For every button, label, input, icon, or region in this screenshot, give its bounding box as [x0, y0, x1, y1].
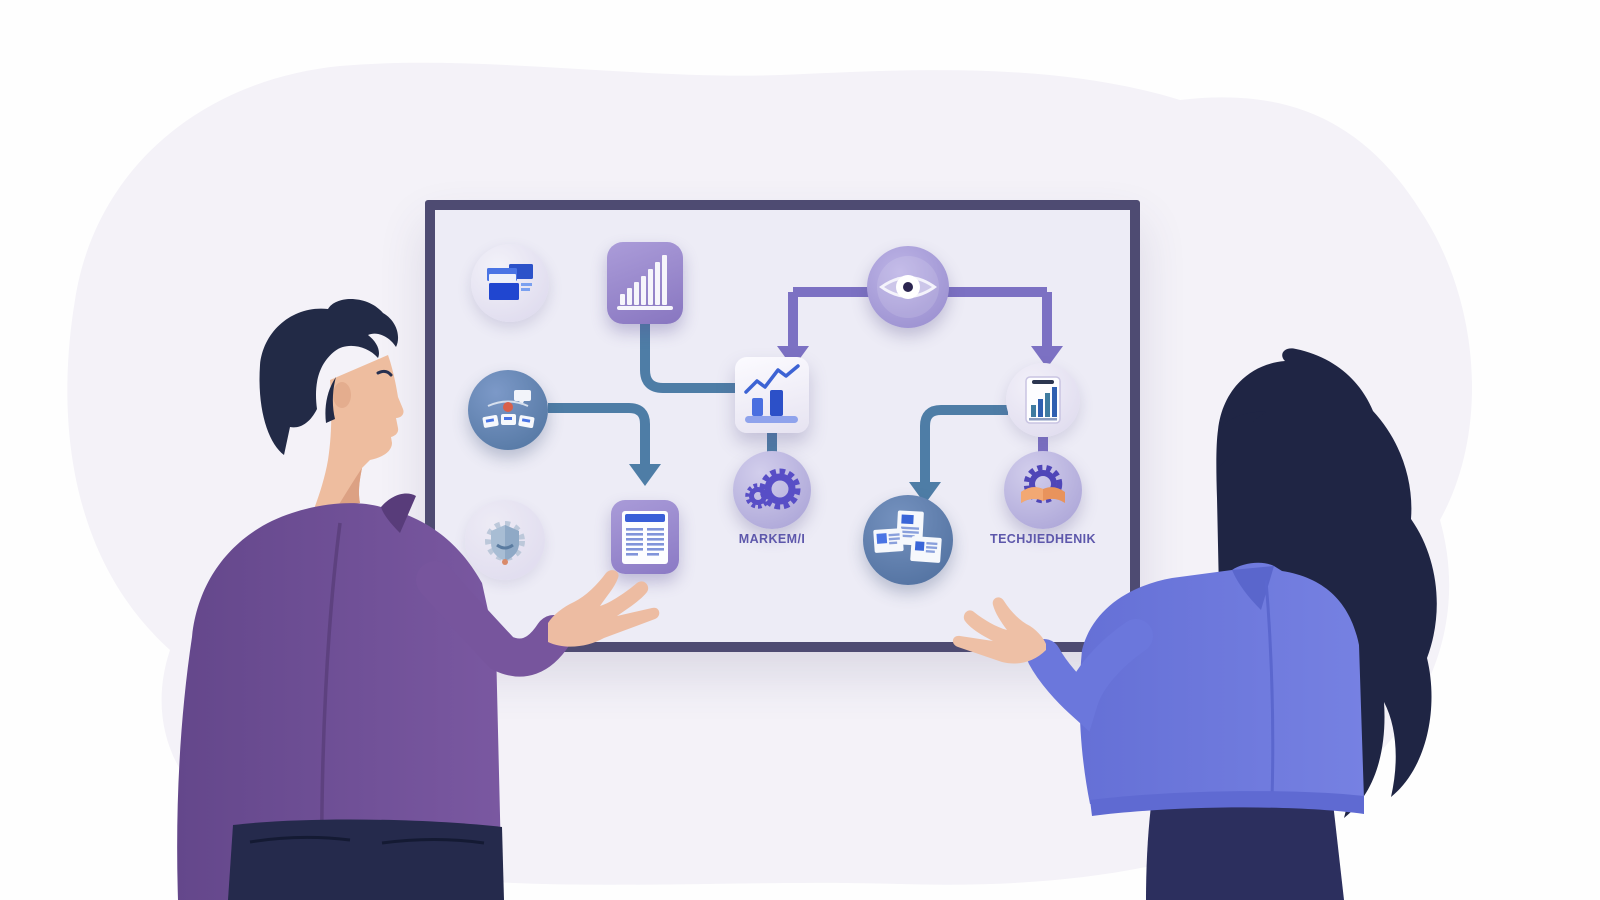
arrowhead-teal-document: [629, 464, 661, 486]
presenter-woman: [952, 348, 1437, 900]
man-trousers: [228, 819, 504, 900]
shield-gear-icon: [465, 500, 545, 580]
edge-workstation-to-document: [548, 403, 650, 466]
eye-icon: [867, 246, 949, 328]
woman-head: [1216, 348, 1437, 820]
man-hand: [548, 570, 660, 647]
woman-hand: [952, 597, 1046, 664]
edge-barchart-to-growth-chart: [640, 322, 737, 393]
browser-windows-icon: [471, 244, 549, 322]
presenter-man: [177, 298, 660, 900]
cards-collage-icon: [863, 495, 953, 585]
gear-book-icon: [1004, 451, 1082, 529]
man-head: [259, 298, 404, 509]
woman-skirt: [1146, 794, 1344, 900]
arrowhead-purple-right: [1031, 346, 1063, 368]
arrowhead-teal-collage: [909, 482, 941, 504]
woman-hair: [1216, 348, 1437, 820]
label-markemi: MARKEM/I: [738, 532, 806, 546]
edge-tablet-to-collage: [920, 405, 1008, 484]
woman-arm: [1027, 619, 1153, 732]
workstation-icon: [468, 370, 548, 450]
man-jacket: [177, 493, 573, 900]
whiteboard: MARKEM/I TECHJIEDHENIK: [425, 200, 1140, 652]
tablet-chart-icon: [1006, 363, 1080, 437]
woman-blazer-hem: [1090, 791, 1364, 816]
man-hair: [259, 298, 399, 455]
woman-blazer: [1027, 562, 1364, 804]
bar-chart-icon: [607, 242, 683, 324]
label-techjedhenik: TECHJIEDHENIK: [990, 532, 1096, 546]
man-arm: [416, 561, 573, 677]
growth-chart-icon: [735, 357, 809, 433]
gears-icon: [733, 451, 811, 529]
document-icon: [611, 500, 679, 574]
